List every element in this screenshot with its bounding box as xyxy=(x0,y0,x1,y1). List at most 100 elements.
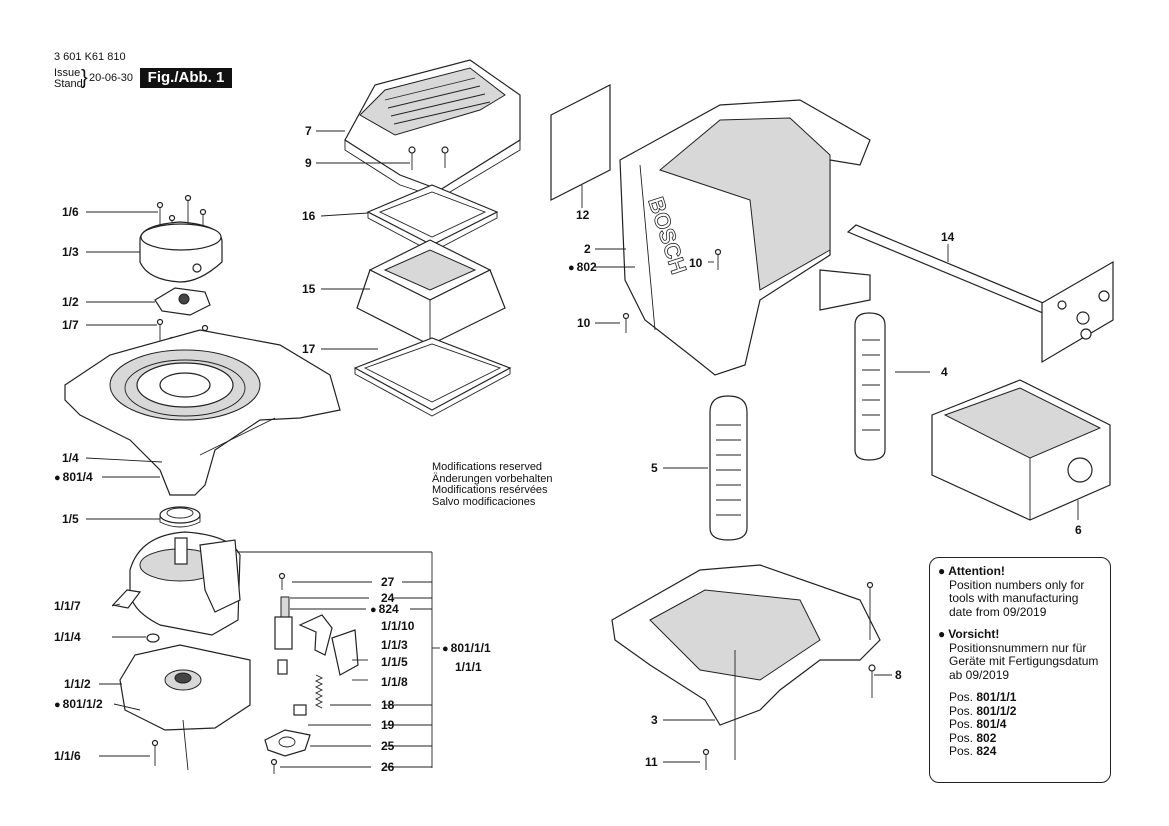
part-1-1-10-bracket xyxy=(298,614,333,656)
attention-line: Position numbers only for xyxy=(949,577,1085,592)
modifications-line-fr: Modifications resérvées xyxy=(432,484,548,496)
leader-lines-right xyxy=(581,205,1079,763)
part-6-battery-box xyxy=(931,379,1111,521)
label-1-1-4: 1/1/4 xyxy=(54,630,81,644)
position-entry: Pos. 801/1/1 xyxy=(938,690,1102,705)
brace-glyph: } xyxy=(81,67,88,89)
leader-lines-left xyxy=(85,130,410,757)
pos-number: 802 xyxy=(976,730,997,745)
label-6: 6 xyxy=(1075,523,1082,537)
vorsicht-line: Geräte mit Fertigungsdatum xyxy=(949,654,1099,668)
pos-number: 801/4 xyxy=(976,717,1007,731)
modifications-line-en: Modifications reserved xyxy=(432,461,543,473)
label-802: 802 xyxy=(568,260,597,275)
label-1-3: 1/3 xyxy=(62,245,79,259)
part-11-screw xyxy=(702,748,710,770)
attention-line: date from 09/2019 xyxy=(949,604,1047,619)
part-15-filter-block xyxy=(356,239,506,346)
label-16: 16 xyxy=(302,209,316,223)
stand-label: Stand xyxy=(54,78,83,90)
vorsicht-line: ab 09/2019 xyxy=(949,667,1010,682)
pos-number: 801/1/2 xyxy=(976,703,1017,718)
part-1-4-base-housing xyxy=(64,329,341,496)
label-1-2: 1/2 xyxy=(62,295,79,309)
label-7: 7 xyxy=(305,124,312,138)
attention-title: Attention! xyxy=(938,564,1102,579)
label-1-4: 1/4 xyxy=(62,451,79,465)
position-entry: Pos. 802 xyxy=(938,730,1102,746)
part-3-base-frame xyxy=(611,564,881,760)
label-801-1-2: 801/1/2 xyxy=(54,697,103,712)
pos-prefix: Pos. xyxy=(949,703,974,718)
label-5: 5 xyxy=(651,461,658,475)
attention-note-box: Attention! Position numbers only for too… xyxy=(929,557,1111,783)
label-15: 15 xyxy=(302,282,316,296)
label-8: 8 xyxy=(895,668,902,682)
modifications-line-de: Änderungen vorbehalten xyxy=(432,472,553,485)
part-7-top-cover xyxy=(344,59,521,199)
label-12: 12 xyxy=(576,208,590,222)
issue-label: Issue xyxy=(54,67,81,79)
pos-prefix: Pos. xyxy=(949,744,974,758)
attention-line: tools with manufacturing xyxy=(949,591,1079,605)
label-25: 25 xyxy=(381,739,395,753)
label-801-4: 801/4 xyxy=(54,470,93,485)
part-1-1-6-screw xyxy=(151,739,159,766)
label-17: 17 xyxy=(302,342,316,356)
label-11: 11 xyxy=(645,755,658,769)
pos-prefix: Pos. xyxy=(949,690,974,704)
part-17-mat xyxy=(353,337,512,417)
label-1-6: 1/6 xyxy=(62,205,79,219)
label-10-upper: 10 xyxy=(689,256,703,270)
part-18-spring xyxy=(314,674,324,709)
pos-number: 801/1/1 xyxy=(976,690,1017,704)
issue-date: 20-06-30 xyxy=(89,72,134,84)
label-9: 9 xyxy=(305,156,312,170)
part-19-clip xyxy=(293,704,307,716)
label-2: 2 xyxy=(584,242,591,256)
center-group-bracket xyxy=(237,551,440,768)
label-1-1-8: 1/1/8 xyxy=(381,675,408,689)
vorsicht-line: Positionsnummern nur für xyxy=(949,640,1087,655)
figure-badge: Fig./Abb. 1 xyxy=(140,68,232,88)
label-1-5: 1/5 xyxy=(62,512,79,526)
part-8-screw xyxy=(868,664,876,698)
label-1-1-7: 1/1/7 xyxy=(54,599,81,613)
label-26: 26 xyxy=(381,760,395,774)
part-26-screw xyxy=(270,758,278,774)
label-14: 14 xyxy=(941,230,955,244)
label-1-7: 1/7 xyxy=(62,318,79,332)
part-1-3-top-cap xyxy=(139,221,223,283)
label-3: 3 xyxy=(651,713,658,727)
pos-prefix: Pos. xyxy=(949,717,974,731)
part-1-1-7-cable xyxy=(111,589,142,609)
part-1-2-bracket xyxy=(154,287,211,316)
label-18: 18 xyxy=(381,698,395,712)
part-2-main-housing: BOSCH xyxy=(619,99,871,376)
part-14-flex-cable-panel xyxy=(846,224,1114,364)
label-1-1-3: 1/1/3 xyxy=(381,638,408,652)
part-1-1-2-circuit-board xyxy=(119,644,251,771)
modifications-notice: Modifications reserved Änderungen vorbeh… xyxy=(432,461,553,508)
part-12-label-sheet xyxy=(550,84,611,205)
part-1-5-ring xyxy=(159,506,201,528)
label-1-1-1: 1/1/1 xyxy=(455,660,482,674)
position-entry: Pos. 801/1/2 xyxy=(938,703,1102,719)
position-entry: Pos. 801/4 xyxy=(938,717,1102,732)
label-10-lower: 10 xyxy=(577,316,591,330)
part-27-screw xyxy=(278,572,286,590)
label-4: 4 xyxy=(941,365,948,379)
pos-prefix: Pos. xyxy=(949,730,974,745)
part-25-gasket xyxy=(264,729,311,757)
part-4-battery-roller xyxy=(854,312,886,461)
part-5-battery-roller xyxy=(709,395,748,541)
part-10-screws xyxy=(622,248,722,333)
label-1-1-5: 1/1/5 xyxy=(381,655,408,669)
position-entry: Pos. 824 xyxy=(938,744,1102,759)
doc-number: 3 601 K61 810 xyxy=(54,51,126,63)
label-1-1-10: 1/1/10 xyxy=(381,619,415,633)
label-801-1-1: 801/1/1 xyxy=(442,641,491,656)
part-9-screws xyxy=(408,146,449,170)
vorsicht-title: Vorsicht! xyxy=(938,627,1102,642)
